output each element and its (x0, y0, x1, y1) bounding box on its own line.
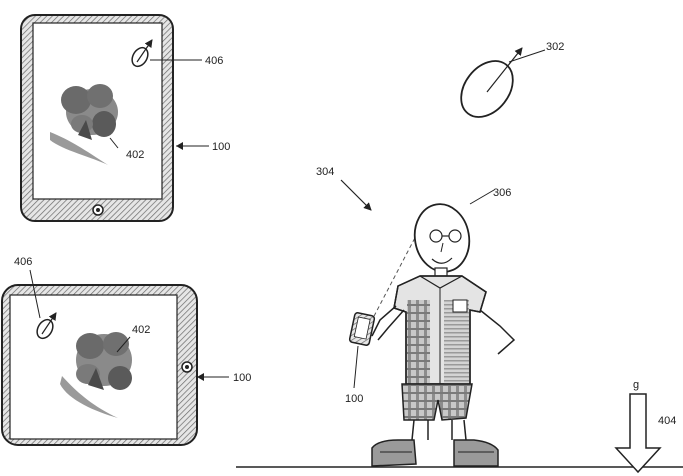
home-button-icon (181, 361, 193, 373)
held-device (348, 312, 376, 346)
label-landscape-balloon: 406 (14, 256, 32, 268)
label-person-head: 306 (493, 187, 511, 199)
portrait-device (20, 14, 209, 222)
home-button-icon (92, 204, 104, 216)
sky-balloon (460, 47, 546, 118)
label-held-device: 100 (345, 393, 363, 405)
person-figure-icon (371, 203, 516, 467)
landscape-device (1, 269, 229, 446)
viewer-arrow (340, 179, 372, 211)
label-gravity-symbol: g (633, 379, 639, 391)
label-sky-balloon: 302 (546, 41, 564, 53)
label-gravity-arrow: 404 (658, 415, 676, 427)
label-portrait-device: 100 (212, 141, 230, 153)
balloon-icon (36, 312, 57, 340)
tree-image-icon (50, 84, 118, 165)
label-viewer-arrow: 304 (316, 166, 334, 178)
tree-image-icon (60, 332, 132, 418)
label-portrait-image: 402 (126, 149, 144, 161)
label-portrait-balloon: 406 (205, 55, 223, 67)
label-landscape-device: 100 (233, 372, 251, 384)
gravity-arrow-icon (614, 393, 662, 474)
balloon-icon (131, 39, 153, 68)
label-landscape-image: 402 (132, 324, 150, 336)
